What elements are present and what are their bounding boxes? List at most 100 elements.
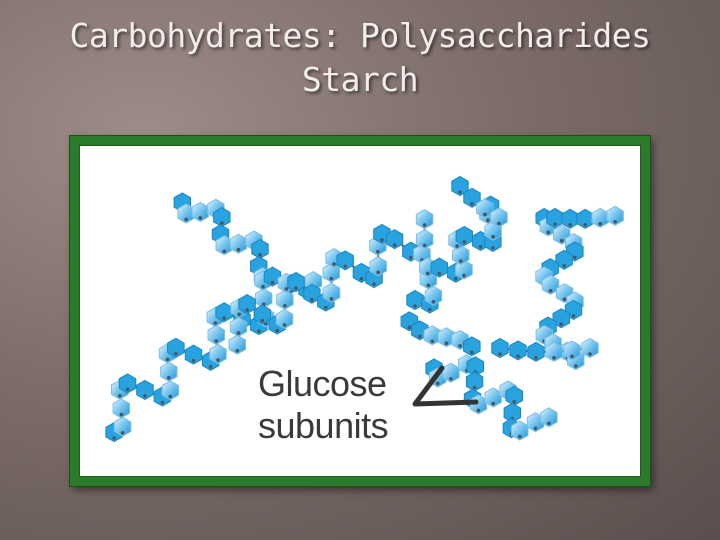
oxygen-atom	[407, 325, 412, 330]
oxygen-atom	[165, 357, 170, 362]
oxygen-atom	[422, 223, 427, 227]
glucose-subunit	[336, 250, 354, 271]
oxygen-atom	[458, 259, 463, 263]
oxygen-atom	[329, 297, 334, 301]
oxygen-atom	[571, 314, 576, 318]
oxygen-atom	[455, 244, 459, 248]
oxygen-atom	[470, 350, 474, 355]
oxygen-atom	[376, 270, 380, 275]
oxygen-atom	[275, 328, 280, 333]
glucose-subunit	[251, 238, 269, 259]
title-line-1: Carbohydrates: Polysaccharides	[69, 16, 651, 55]
oxygen-atom	[119, 412, 124, 417]
glucose-subunit	[118, 373, 137, 394]
oxygen-atom	[329, 276, 334, 281]
oxygen-atom	[425, 271, 430, 276]
oxygen-atom	[570, 354, 574, 359]
glucose-subunit	[167, 337, 185, 358]
oxygen-atom	[343, 264, 347, 269]
oxygen-atom	[573, 255, 577, 260]
glucose-subunit	[322, 282, 341, 303]
oxygen-atom	[588, 352, 592, 356]
oxygen-atom	[562, 263, 566, 268]
oxygen-atom	[497, 221, 501, 226]
oxygen-atom	[613, 219, 617, 224]
oxygen-atom	[143, 394, 147, 398]
oxygen-atom	[324, 305, 328, 310]
oxygen-atom	[166, 375, 171, 380]
glucose-subunit	[415, 209, 434, 230]
oxygen-atom	[191, 358, 196, 363]
oxygen-atom	[483, 212, 487, 217]
oxygen-atom	[168, 394, 173, 399]
oxygen-atom	[125, 387, 130, 392]
oxygen-atom	[472, 385, 477, 390]
glucose-subunit	[136, 379, 154, 400]
oxygen-atom	[486, 218, 490, 222]
oxygen-atom	[235, 348, 240, 353]
oxygen-atom	[216, 358, 220, 362]
oxygen-atom	[112, 436, 116, 440]
oxygen-atom	[208, 365, 213, 369]
oxygen-atom	[552, 356, 556, 360]
oxygen-atom	[426, 283, 431, 288]
oxygen-atom	[548, 289, 553, 293]
slide-title: Carbohydrates: Polysaccharides Starch	[0, 14, 720, 102]
oxygen-atom	[332, 262, 336, 266]
glucose-subunit	[385, 229, 404, 250]
glucose-subunit	[563, 340, 581, 361]
glucose-subunit	[511, 420, 529, 441]
oxygen-atom	[533, 426, 538, 431]
oxygen-atom	[427, 307, 432, 312]
oxygen-atom	[435, 381, 440, 386]
pointer-lines	[412, 365, 479, 407]
glucose-subunit	[442, 362, 460, 383]
oxygen-atom	[559, 322, 564, 327]
glucose-subunit	[369, 256, 387, 277]
oxygen-atom	[359, 277, 364, 281]
oxygen-atom	[491, 401, 496, 406]
oxygen-atom	[517, 434, 522, 439]
oxygen-atom	[430, 339, 435, 344]
oxygen-atom	[117, 393, 122, 398]
oxygen-atom	[160, 400, 165, 405]
glucose-subunit	[229, 233, 248, 254]
oxygen-atom	[476, 408, 481, 413]
glucose-subunit	[591, 207, 609, 228]
oxygen-atom	[258, 253, 262, 257]
oxygen-atom	[413, 304, 417, 308]
oxygen-atom	[422, 243, 427, 248]
label-glucose: Glucose	[258, 363, 387, 404]
glucose-subunit	[540, 407, 558, 428]
glucose-subunit	[213, 207, 231, 228]
oxygen-atom	[260, 318, 265, 323]
oxygen-atom	[534, 356, 538, 360]
glucose-subunit	[184, 344, 203, 365]
oxygen-atom	[470, 201, 474, 206]
oxygen-atom	[512, 400, 517, 404]
oxygen-atom	[236, 247, 241, 252]
glucose-subunit	[287, 271, 305, 293]
oxygen-atom	[222, 316, 226, 321]
glucose-subunit	[484, 387, 502, 408]
glucose-subunit	[463, 336, 481, 357]
oxygen-atom	[546, 230, 551, 235]
oxygen-atom	[598, 222, 602, 226]
oxygen-atom	[270, 280, 275, 285]
oxygen-atom	[237, 312, 241, 317]
glucose-subunit	[526, 412, 545, 433]
glucose-subunit	[509, 340, 527, 361]
oxygen-atom	[198, 216, 203, 220]
oxygen-atom	[458, 344, 462, 348]
oxygen-atom	[462, 240, 467, 244]
oxygen-atom	[376, 249, 380, 254]
glucose-subunit	[545, 341, 563, 362]
glucose-subunit	[503, 402, 521, 423]
glucose-subunit	[466, 356, 484, 377]
oxygen-atom	[478, 245, 483, 249]
oxygen-atom	[458, 190, 462, 194]
oxygen-atom	[392, 243, 397, 247]
glucose-subunit	[191, 201, 209, 222]
oxygen-atom	[547, 421, 551, 426]
